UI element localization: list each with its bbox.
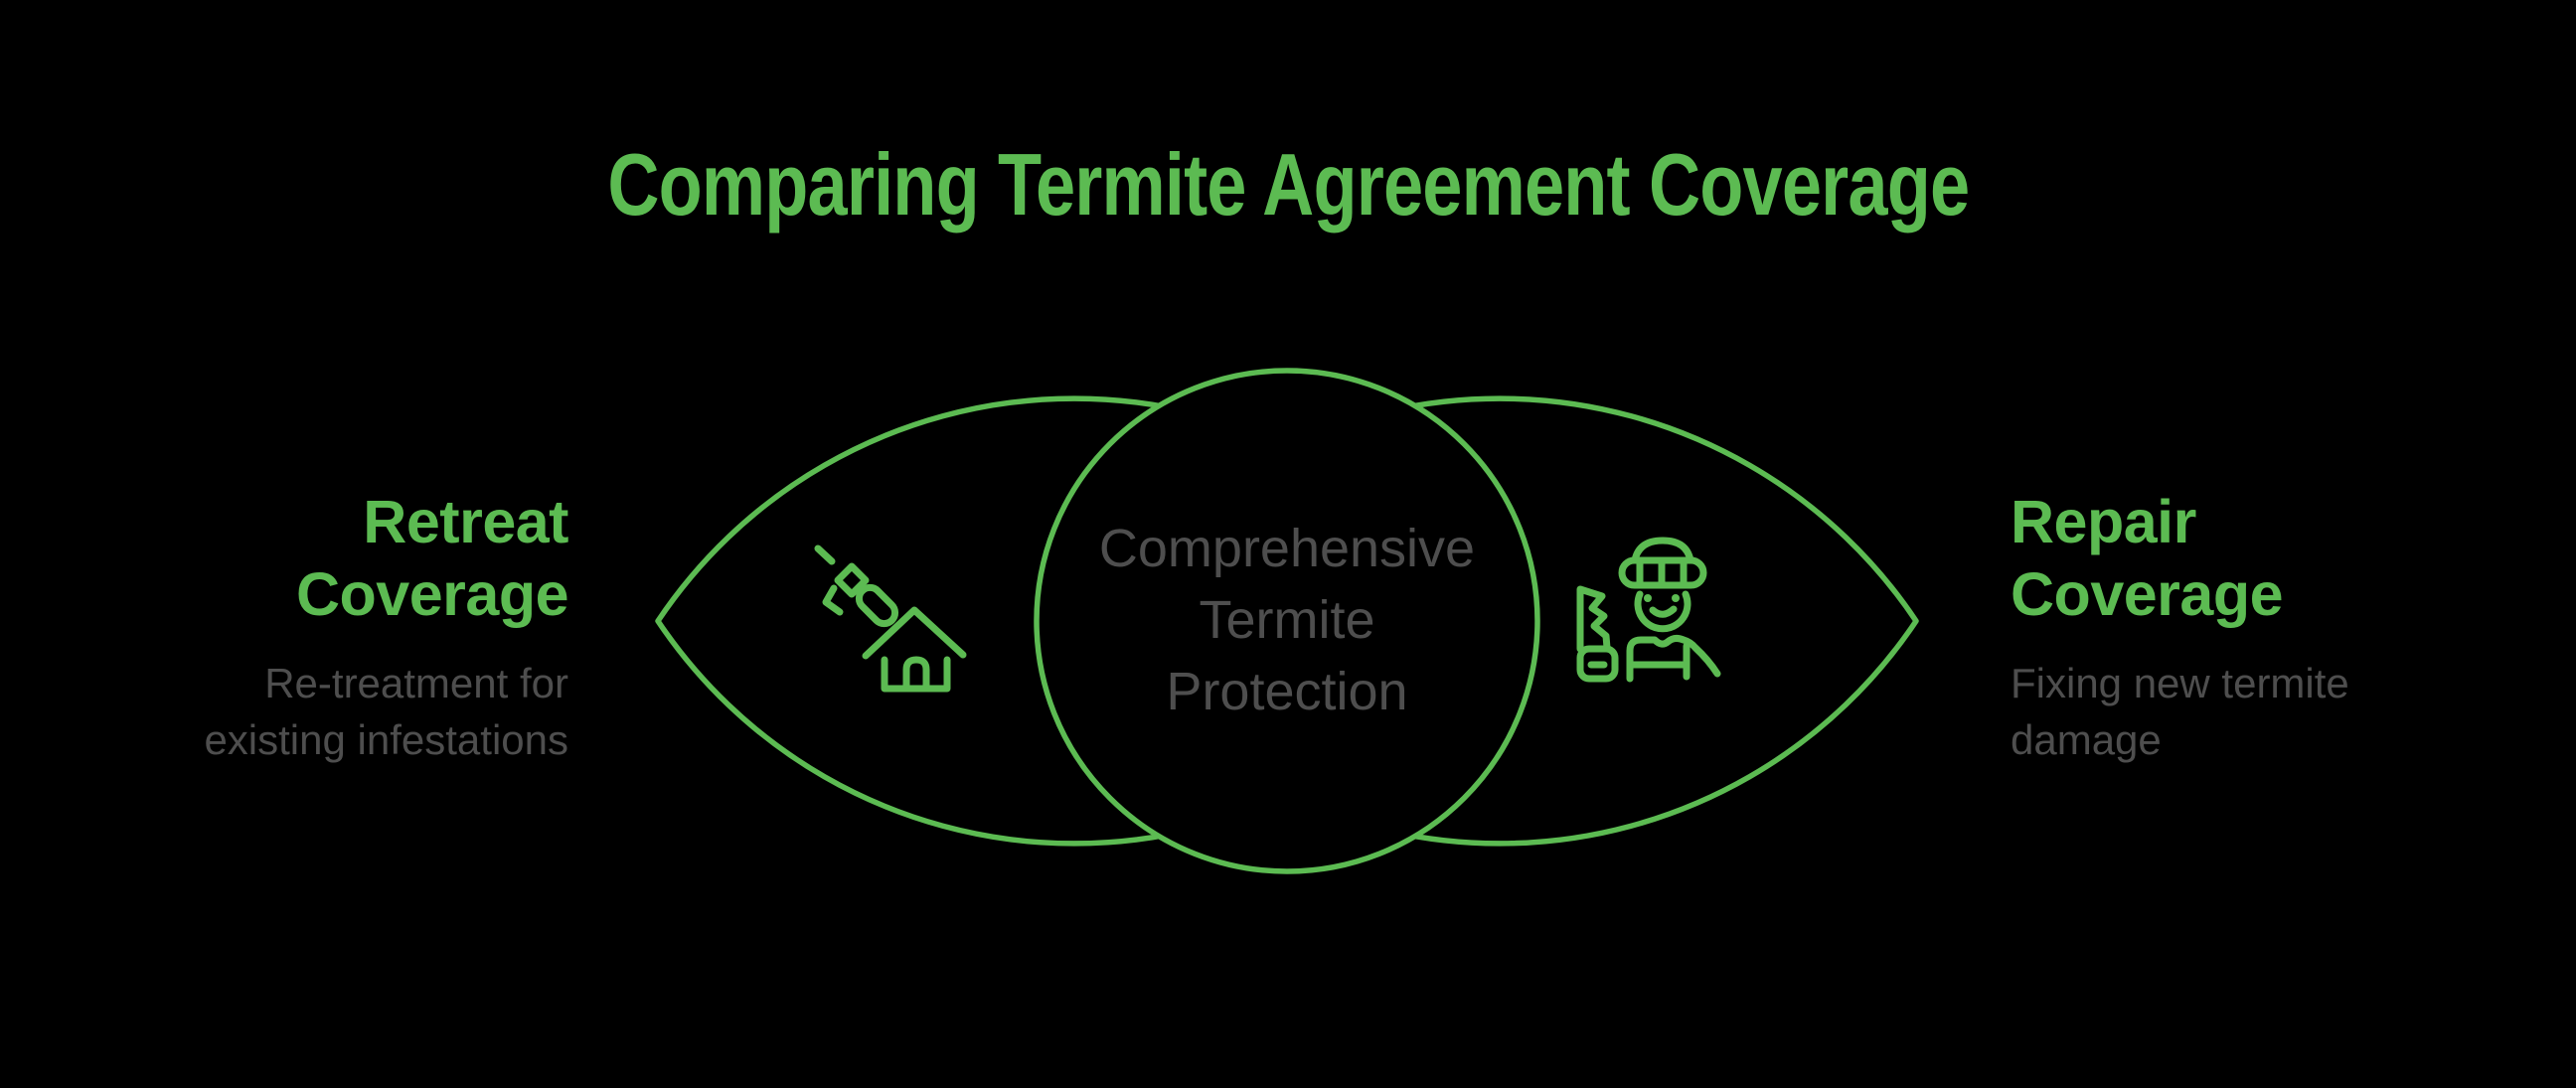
center-label-line: Termite bbox=[1199, 590, 1375, 650]
page-title: Comparing Termite Agreement Coverage bbox=[607, 135, 1970, 233]
center-label: Comprehensive Termite Protection bbox=[989, 513, 1585, 727]
repair-coverage-subtitle: Fixing new termite damage bbox=[2011, 655, 2576, 768]
heading-line: Coverage bbox=[2011, 560, 2284, 628]
retreat-coverage-heading: Retreat Coverage bbox=[0, 486, 569, 631]
heading-line: Repair bbox=[2011, 488, 2196, 555]
title-row: Comparing Termite Agreement Coverage bbox=[0, 139, 2576, 231]
heading-line: Coverage bbox=[295, 560, 569, 628]
center-label-line: Comprehensive bbox=[1098, 519, 1476, 578]
subtitle-line: damage bbox=[2011, 716, 2162, 763]
subtitle-line: Fixing new termite bbox=[2011, 660, 2349, 706]
worker-saw-icon bbox=[1567, 529, 1726, 688]
subtitle-line: Re-treatment for bbox=[264, 660, 568, 706]
heading-line: Retreat bbox=[363, 488, 568, 555]
protection-circle bbox=[1034, 368, 1540, 874]
spray-house-icon bbox=[810, 535, 969, 694]
retreat-coverage-subtitle: Re-treatment for existing infestations bbox=[0, 655, 568, 768]
repair-coverage-heading: Repair Coverage bbox=[2011, 486, 2576, 631]
subtitle-line: existing infestations bbox=[204, 716, 568, 763]
center-label-line: Protection bbox=[1166, 662, 1408, 721]
